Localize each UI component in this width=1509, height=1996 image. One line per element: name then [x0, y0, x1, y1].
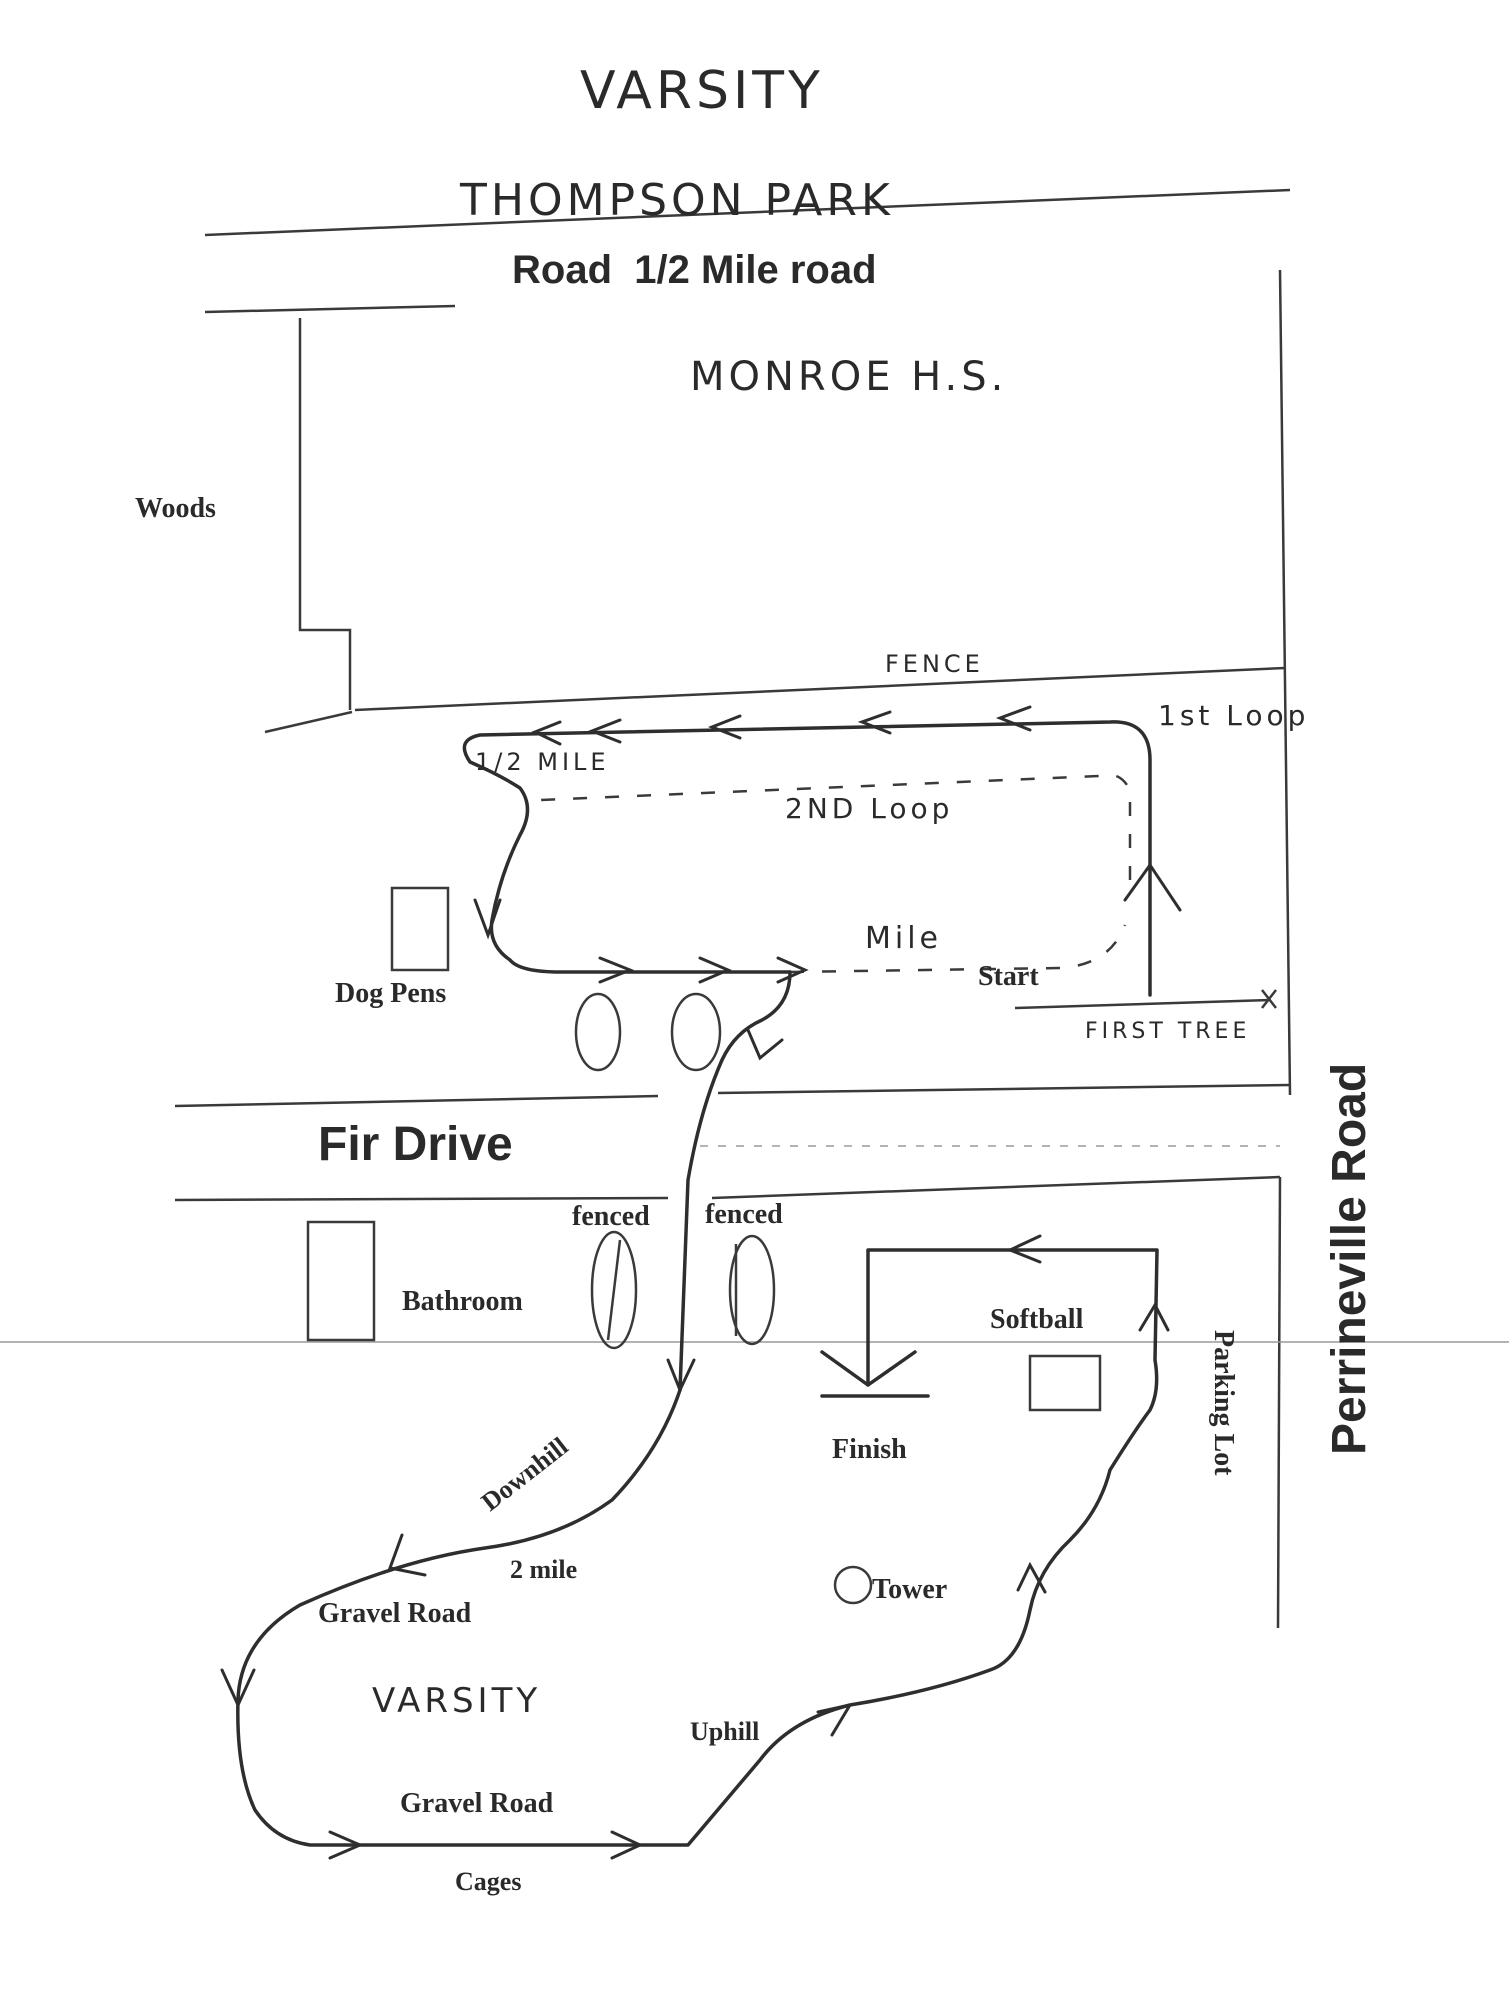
route-first-loop [462, 720, 1152, 997]
route-south-loop [236, 1248, 1159, 1847]
pond-left [574, 992, 622, 1072]
fenced-oval-left [590, 1230, 638, 1350]
gravel-road-upper-label: Gravel Road [318, 1598, 472, 1629]
softball-box [1028, 1354, 1102, 1412]
second-loop-label: 2ND Loop [785, 792, 953, 825]
route-mile-segment [789, 924, 1127, 974]
fenced-oval-left-bar [606, 1239, 622, 1341]
route-arrows [220, 705, 1182, 1860]
arrow-crossing-down [746, 1028, 784, 1061]
fence-label: FENCE [885, 650, 984, 678]
first-tree-label: FIRST TREE [1085, 1019, 1250, 1044]
school-boundary [298, 318, 352, 710]
school-label: MONROE H.S. [690, 354, 1007, 400]
arrow-up-1 [1016, 1561, 1047, 1594]
arrow-cages-2 [610, 1830, 644, 1860]
top-road-label: Road 1/2 Mile road [512, 248, 877, 292]
route-south-crossing [678, 970, 792, 1392]
uphill-label: Uphill [690, 1717, 759, 1746]
route-second-loop [539, 773, 1132, 880]
bathroom-box [306, 1220, 376, 1342]
arrow-south-down [666, 1358, 696, 1394]
softball-label: Softball [990, 1304, 1084, 1335]
tower-label: Tower [872, 1574, 947, 1605]
dog-pens-label: Dog Pens [335, 978, 446, 1009]
fenced-oval-right [728, 1234, 776, 1346]
fir-drive-north-left [174, 1094, 659, 1108]
perrineville-road-west-edge [1276, 1176, 1282, 1629]
top-road-edge-lower [204, 304, 456, 314]
two-mile-label: 2 mile [510, 1555, 577, 1584]
pond-right [670, 992, 722, 1072]
arrow-loop-3 [707, 714, 742, 740]
arrow-up-2 [1138, 1301, 1170, 1332]
dog-pens-box [390, 886, 450, 972]
cages-label: Cages [455, 1867, 521, 1896]
top-road-edge-upper [204, 188, 1291, 237]
arrow-loop-1 [995, 705, 1032, 732]
arrow-east-2 [698, 956, 732, 984]
parking-lot-label: Parking Lot [1208, 1330, 1239, 1476]
finish-arrowhead [820, 1350, 917, 1387]
fence-line [354, 666, 1286, 712]
fir-drive-label: Fir Drive [318, 1118, 513, 1171]
bathroom-label: Bathroom [402, 1286, 523, 1317]
arrow-uphill [816, 1702, 854, 1737]
half-mile-label: 1/2 MILE [475, 748, 610, 776]
fir-drive-south-right [711, 1175, 1281, 1200]
arrow-loop-4 [587, 718, 622, 744]
fenced-right-label: fenced [705, 1199, 783, 1230]
gravel-road-lower-label: Gravel Road [400, 1788, 554, 1819]
school-right-edge [1278, 269, 1292, 1096]
arrow-loop-5 [531, 720, 562, 746]
arrow-loop-2 [857, 710, 892, 735]
woods-label: Woods [135, 493, 216, 524]
tower-circle [833, 1565, 873, 1605]
park-name: THOMPSON PARK [459, 175, 894, 226]
arrow-east-3 [776, 956, 809, 984]
arrow-downhill [387, 1533, 427, 1577]
arrow-west-side [473, 898, 502, 940]
fir-drive-south-left [174, 1196, 669, 1202]
first-loop-label: 1st Loop [1158, 699, 1309, 732]
fenced-left-label: fenced [572, 1201, 650, 1232]
start-label: Start [978, 961, 1039, 992]
fir-drive-north-right [717, 1083, 1291, 1095]
downhill-label: Downhill [476, 1432, 574, 1517]
arrow-cages-1 [328, 1830, 364, 1860]
arrow-top-west [1006, 1234, 1042, 1264]
map-title: VARSITY [580, 61, 824, 121]
finish-label: Finish [832, 1434, 907, 1465]
arrow-west-gravel [220, 1668, 256, 1709]
perrineville-road-label: Perrineville Road [1323, 1063, 1376, 1455]
first-tree-line [1014, 998, 1271, 1010]
first-tree-x-b [1261, 989, 1277, 1009]
mile-label: Mile [865, 921, 942, 956]
arrow-east-1 [598, 956, 635, 984]
woods-edge [264, 710, 353, 734]
arrow-first-loop-up [1123, 862, 1182, 912]
varsity-lower-label: VARSITY [372, 1681, 541, 1721]
